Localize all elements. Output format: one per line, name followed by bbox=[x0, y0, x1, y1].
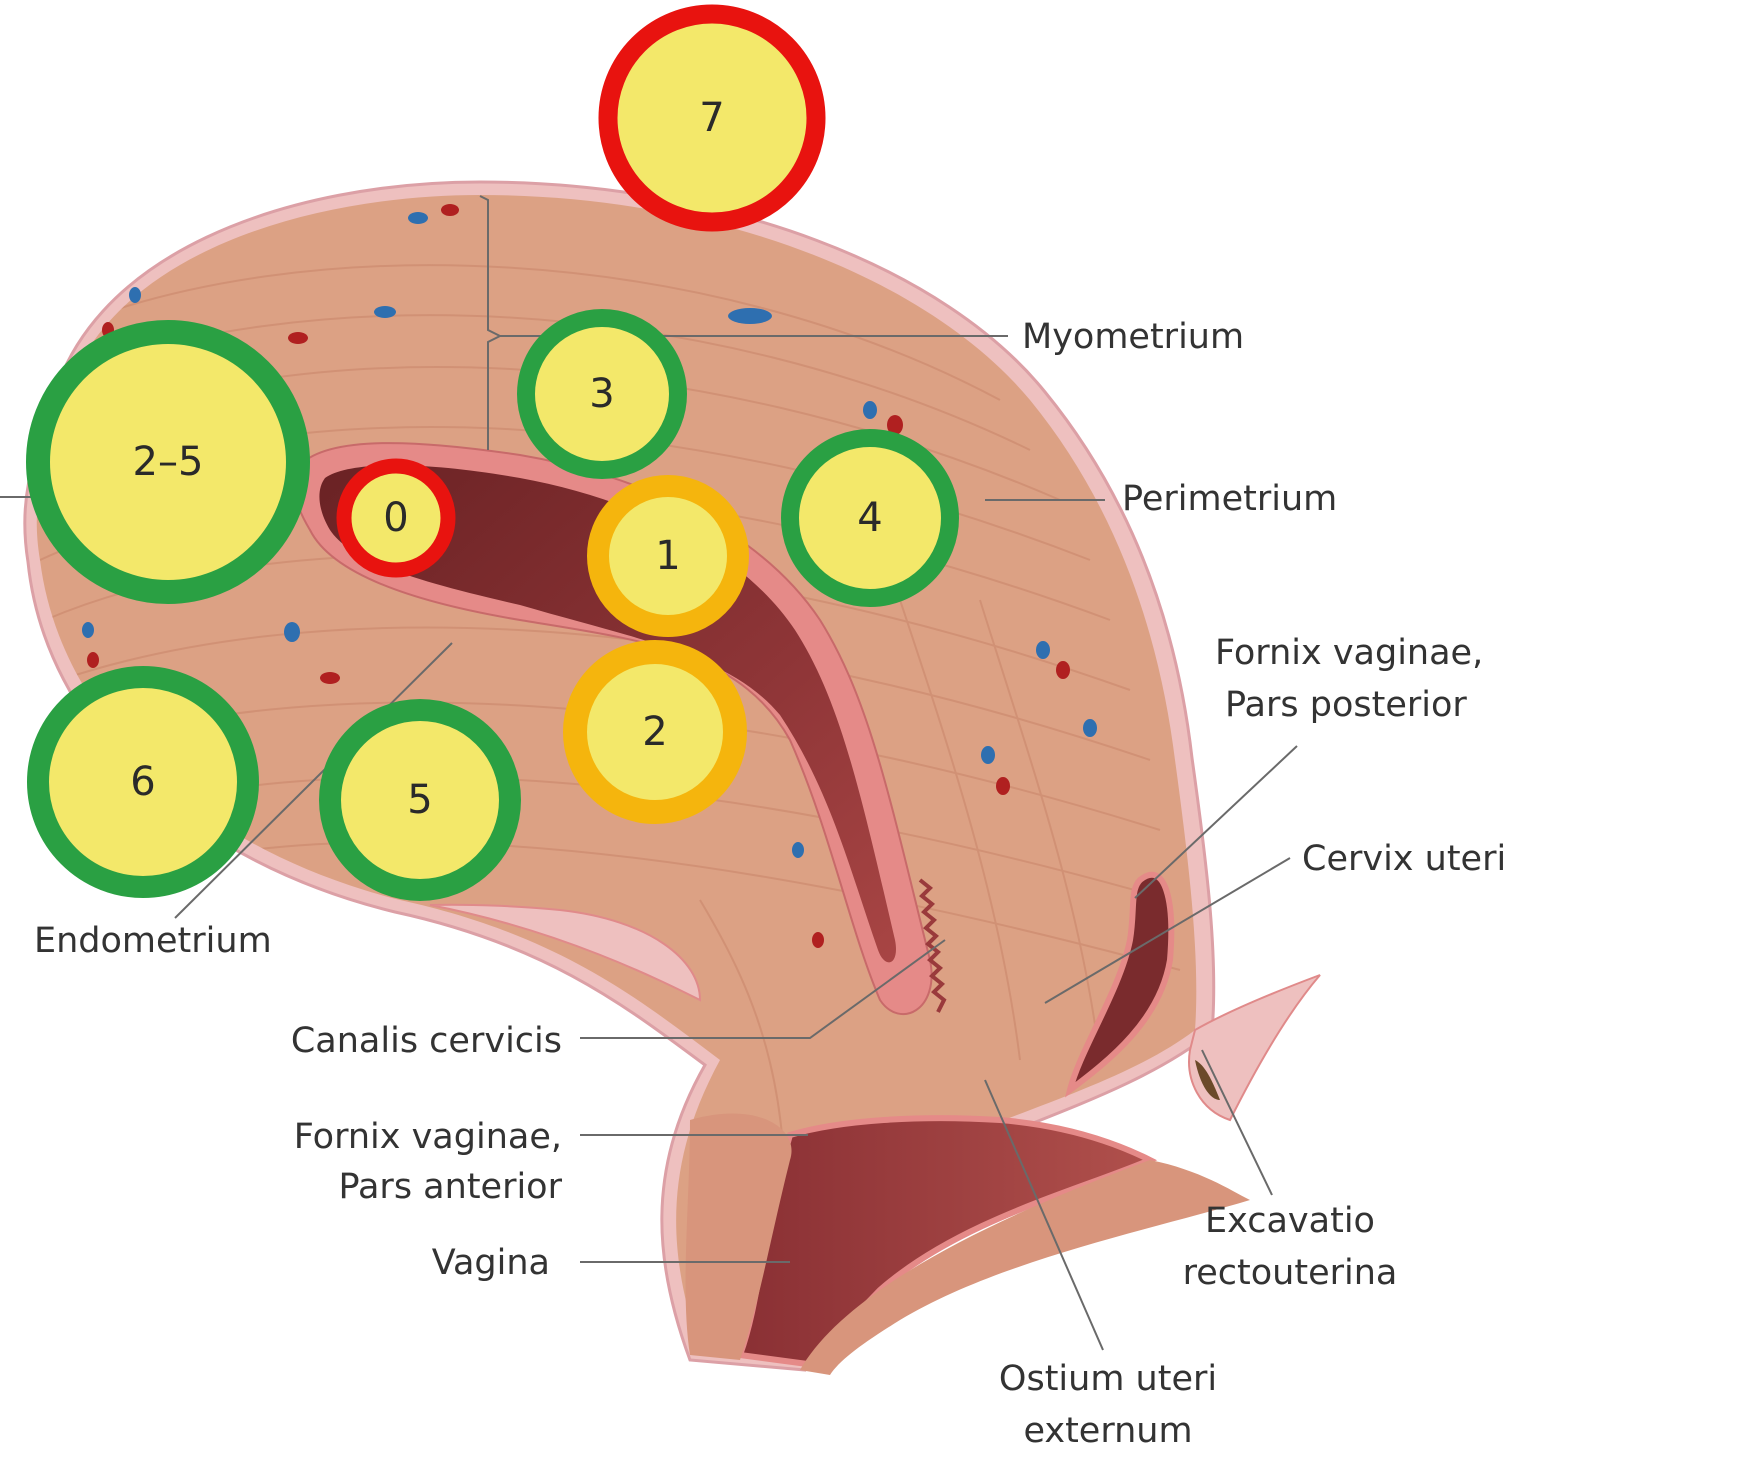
uterine-cavity bbox=[319, 465, 897, 963]
marker-7-disc bbox=[598, 4, 826, 232]
marker-7: 7 bbox=[598, 4, 826, 232]
marker-1: 1 bbox=[587, 475, 749, 637]
marker-2-disc bbox=[563, 640, 747, 824]
vagina-wall-anterior bbox=[685, 1113, 792, 1360]
marker-0: 0 bbox=[336, 458, 456, 578]
marker-0-disc bbox=[336, 458, 456, 578]
marker-2-label: 2 bbox=[642, 709, 667, 755]
marker-5-label: 5 bbox=[407, 777, 432, 823]
blood-vessels bbox=[82, 204, 1097, 948]
label-endometrium: Endometrium bbox=[34, 921, 272, 961]
vesico-uterine-pouch bbox=[429, 903, 702, 1002]
marker-6-label: 6 bbox=[130, 759, 155, 805]
label-fornix-anterior-line1: Fornix vaginae, bbox=[294, 1117, 562, 1157]
marker-6-disc bbox=[27, 666, 259, 898]
marker-3: 3 bbox=[517, 309, 687, 479]
marker-2-5-label: 2–5 bbox=[133, 439, 204, 485]
label-cervix-uteri: Cervix uteri bbox=[1302, 839, 1506, 879]
marker-3-label: 3 bbox=[589, 371, 614, 417]
marker-7-label: 7 bbox=[699, 95, 724, 141]
rectouterine-pouch bbox=[1188, 974, 1321, 1122]
marker-0-label: 0 bbox=[383, 495, 408, 541]
rectouterine-recess bbox=[1195, 1060, 1220, 1100]
label-ostium-line2: externum bbox=[1023, 1411, 1192, 1451]
label-excavatio-line1: Excavatio bbox=[1205, 1201, 1375, 1241]
marker-4-disc bbox=[781, 429, 959, 607]
vagina-wall-posterior bbox=[800, 1160, 1250, 1375]
posterior-fornix bbox=[1065, 871, 1175, 1098]
label-canalis-cervicis: Canalis cervicis bbox=[291, 1021, 562, 1061]
label-fornix-anterior-line2: Pars anterior bbox=[338, 1167, 562, 1207]
marker-5-disc bbox=[319, 699, 521, 901]
marker-2: 2 bbox=[563, 640, 747, 824]
marker-1-disc bbox=[587, 475, 749, 637]
marker-2-5: 2–5 bbox=[26, 320, 310, 604]
marker-4: 4 bbox=[781, 429, 959, 607]
marker-2-5-disc bbox=[26, 320, 310, 604]
label-perimetrium: Perimetrium bbox=[1122, 479, 1337, 519]
label-fornix-posterior-line1: Fornix vaginae, bbox=[1215, 633, 1483, 673]
cervical-canal bbox=[918, 878, 947, 1013]
label-vagina: Vagina bbox=[432, 1243, 550, 1283]
label-ostium-line1: Ostium uteri bbox=[999, 1359, 1217, 1399]
leader-lines bbox=[0, 335, 1298, 1351]
marker-3-disc bbox=[517, 309, 687, 479]
label-excavatio-line2: rectouterina bbox=[1183, 1253, 1398, 1293]
label-myometrium: Myometrium bbox=[1022, 317, 1244, 357]
marker-6: 6 bbox=[27, 666, 259, 898]
marker-5: 5 bbox=[319, 699, 521, 901]
myometrium-bracket bbox=[479, 195, 501, 450]
marker-1-label: 1 bbox=[655, 533, 680, 579]
marker-4-label: 4 bbox=[857, 495, 882, 541]
label-fornix-posterior-line2: Pars posterior bbox=[1225, 685, 1467, 725]
